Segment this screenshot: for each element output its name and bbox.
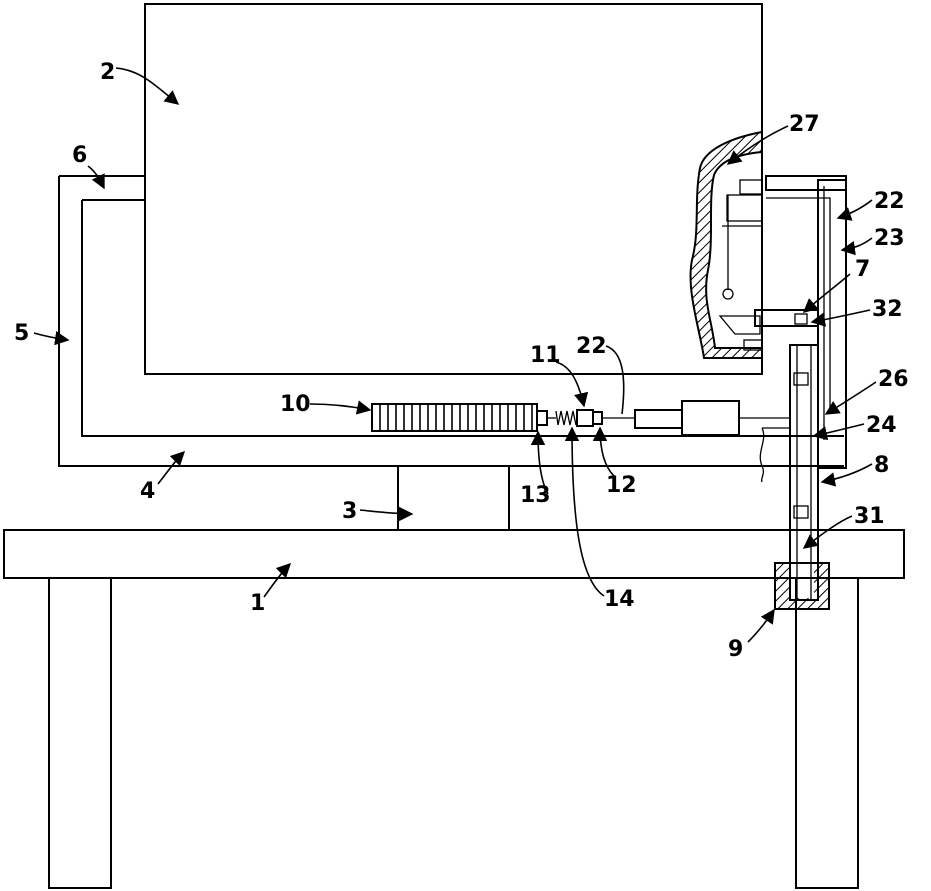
- screen-panel: [145, 4, 762, 374]
- base-mount: [775, 563, 829, 609]
- pulley-bottom: [723, 289, 733, 299]
- leader-4: [158, 452, 184, 484]
- column-fastener-top: [794, 373, 808, 385]
- table-leg-right: [796, 578, 858, 888]
- callout-13: 13: [520, 483, 551, 508]
- leader-5: [34, 333, 68, 340]
- callout-2: 2: [100, 60, 115, 85]
- callout-22b: 22: [874, 189, 905, 214]
- callout-32: 32: [872, 297, 903, 322]
- leader-22b: [838, 200, 872, 218]
- callout-4: 4: [140, 479, 155, 504]
- leader-1: [264, 564, 290, 597]
- leader-11: [556, 362, 584, 406]
- slider-nut: [593, 412, 602, 424]
- lower-arm: [755, 310, 818, 326]
- upper-arm: [766, 176, 846, 190]
- callout-5: 5: [14, 321, 29, 346]
- callout-14: 14: [604, 587, 635, 612]
- upper-housing: [755, 176, 846, 410]
- base-hatch-bottom: [790, 598, 814, 608]
- callout-23: 23: [874, 226, 905, 251]
- support-block: [398, 466, 509, 530]
- leader-26: [826, 382, 876, 414]
- callout-24: 24: [866, 413, 897, 438]
- leader-14: [572, 428, 604, 596]
- arm-bolt: [795, 314, 807, 324]
- callout-27: 27: [789, 112, 820, 137]
- callout-9: 9: [728, 637, 743, 662]
- leader-3: [360, 510, 412, 514]
- callout-10: 10: [280, 392, 311, 417]
- table: [4, 530, 904, 888]
- callout-22a: 22: [576, 334, 607, 359]
- outer-sleeve: [818, 180, 846, 468]
- motor: [635, 401, 790, 435]
- table-leg-left: [49, 578, 111, 888]
- hatched-cover: [691, 132, 762, 358]
- callout-8: 8: [874, 453, 889, 478]
- bracket-top: [727, 195, 762, 221]
- callout-26: 26: [878, 367, 909, 392]
- spring: [556, 411, 576, 425]
- table-top: [4, 530, 904, 578]
- slide-rail-grooves: [373, 405, 536, 430]
- leader-32: [812, 310, 870, 322]
- callout-6: 6: [72, 143, 87, 168]
- slide-rail: [372, 404, 547, 431]
- callout-11: 11: [530, 343, 561, 368]
- leader-2: [116, 68, 178, 104]
- base-hatch-right: [814, 564, 828, 608]
- upper-arm-inner: [766, 198, 830, 410]
- slider-block: [577, 410, 593, 426]
- callout-31: 31: [854, 504, 885, 529]
- leader-7: [804, 274, 850, 312]
- motor-body: [682, 401, 739, 435]
- base-hatch-left: [776, 564, 790, 608]
- leader-10: [310, 404, 370, 410]
- leader-22a: [606, 346, 624, 414]
- leader-9: [748, 610, 774, 642]
- callout-1: 1: [250, 591, 265, 616]
- motor-shaft-housing: [635, 410, 682, 428]
- pulley-top: [740, 180, 762, 194]
- callout-3: 3: [342, 499, 357, 524]
- column-fastener-bottom: [794, 506, 808, 518]
- rail-end-cap: [537, 411, 547, 425]
- callout-7: 7: [855, 257, 870, 282]
- callout-12: 12: [606, 473, 637, 498]
- leader-24: [814, 424, 864, 436]
